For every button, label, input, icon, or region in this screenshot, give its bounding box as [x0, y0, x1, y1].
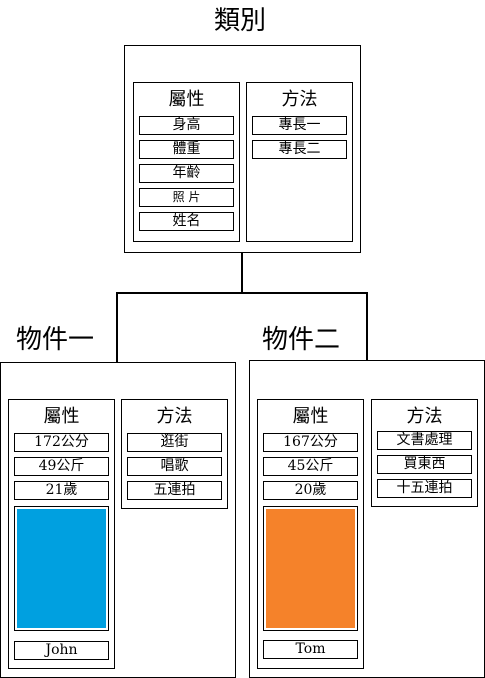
- object-two-box: 屬性 167公分 45公斤 20歲 Tom 方法 文書處理 買東西 十五連拍: [249, 360, 485, 678]
- object-one-photo: [14, 506, 109, 631]
- class-box: 屬性 身高 體重 年齡 照 片 姓名 方法 專長一 專長二: [124, 45, 361, 253]
- object-one-photo-fill: [17, 509, 106, 628]
- class-attribute-name: 姓名: [139, 212, 234, 231]
- class-methods-heading: 方法: [281, 89, 318, 110]
- class-title: 類別: [214, 6, 267, 36]
- class-attribute-height: 身高: [139, 116, 234, 135]
- object-one-method-3: 五連拍: [127, 481, 222, 500]
- object-two-photo-fill: [266, 509, 355, 628]
- object-one-weight-value: 49公斤: [14, 457, 109, 476]
- object-two-name-value: Tom: [263, 640, 358, 659]
- object-one-title: 物件一: [16, 325, 95, 355]
- object-one-methods-panel: 方法 逛街 唱歌 五連拍: [121, 399, 228, 509]
- object-two-methods-heading: 方法: [406, 406, 443, 427]
- connector-object-two: [366, 292, 368, 363]
- object-two-height-value: 167公分: [263, 433, 358, 452]
- object-one-height-value: 172公分: [14, 433, 109, 452]
- object-one-age-value: 21歲: [14, 481, 109, 500]
- object-two-method-3: 十五連拍: [377, 479, 472, 498]
- object-two-attributes-heading: 屬性: [292, 406, 329, 427]
- object-two-method-1: 文書處理: [377, 431, 472, 450]
- object-one-attributes-heading: 屬性: [43, 406, 80, 427]
- object-one-name-value: John: [14, 641, 109, 660]
- class-attributes-heading: 屬性: [168, 89, 205, 110]
- object-one-methods-heading: 方法: [156, 406, 193, 427]
- object-one-attributes-panel: 屬性 172公分 49公斤 21歲 John: [8, 399, 115, 669]
- class-attribute-age: 年齡: [139, 164, 234, 183]
- object-one-box: 屬性 172公分 49公斤 21歲 John 方法 逛街 唱歌 五連拍: [0, 362, 236, 678]
- object-two-attributes-panel: 屬性 167公分 45公斤 20歲 Tom: [257, 399, 364, 669]
- class-methods-panel: 方法 專長一 專長二: [246, 82, 353, 242]
- class-attribute-photo: 照 片: [139, 188, 234, 207]
- object-one-method-2: 唱歌: [127, 457, 222, 476]
- object-two-weight-value: 45公斤: [263, 457, 358, 476]
- class-method-2: 專長二: [252, 140, 347, 159]
- object-two-age-value: 20歲: [263, 481, 358, 500]
- class-method-1: 專長一: [252, 116, 347, 135]
- connector-horizontal: [116, 292, 368, 294]
- object-two-photo: [263, 506, 358, 631]
- object-two-methods-panel: 方法 文書處理 買東西 十五連拍: [371, 399, 478, 507]
- connector-object-one: [116, 292, 118, 363]
- class-attributes-panel: 屬性 身高 體重 年齡 照 片 姓名: [133, 82, 240, 242]
- object-two-method-2: 買東西: [377, 455, 472, 474]
- connector-class-down: [241, 253, 243, 293]
- object-two-title: 物件二: [262, 325, 341, 355]
- object-one-method-1: 逛街: [127, 433, 222, 452]
- class-attribute-weight: 體重: [139, 140, 234, 159]
